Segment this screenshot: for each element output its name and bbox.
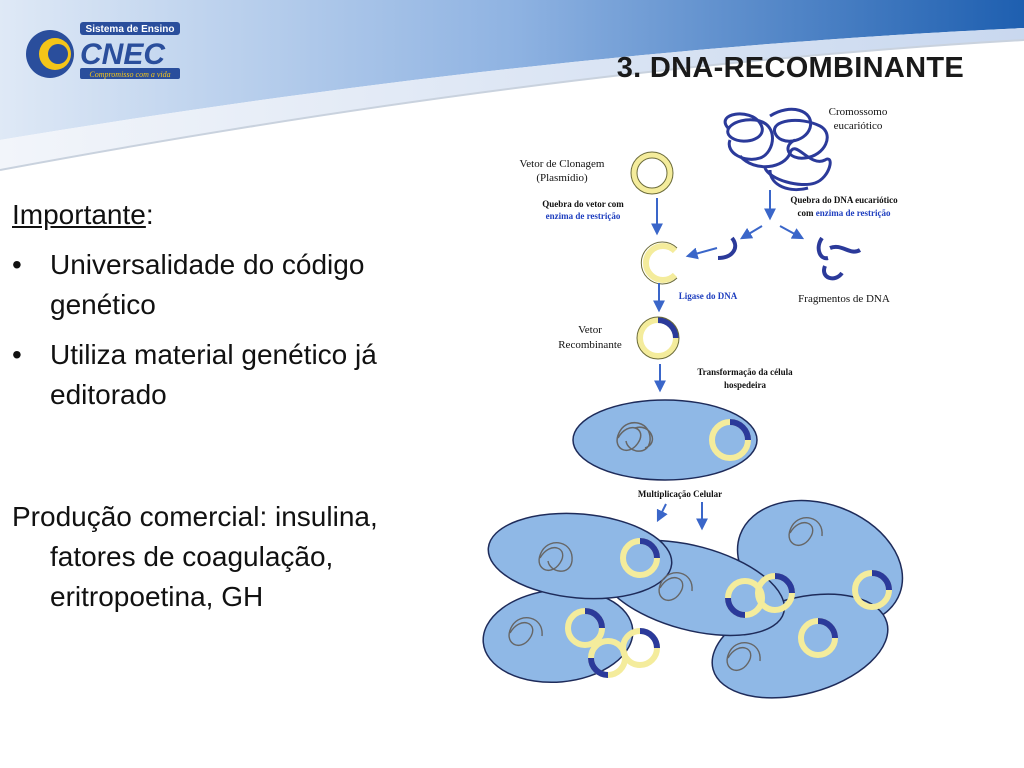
bullet-text-2: Utiliza material genético já editorado (50, 339, 377, 410)
quebra-dna-label-1: Quebra do DNA eucariótico (790, 195, 898, 205)
importante-label: Importante (12, 199, 146, 230)
dna-recombinante-diagram: Cromossomo eucariótico Vetor de Clonagem… (482, 106, 904, 699)
bullet-item: • Utiliza material genético já editorado (12, 335, 442, 415)
recomb-label-2: Recombinante (558, 339, 622, 351)
cromossomo-label-2: eucariótico (834, 120, 883, 132)
transf-label-2: hospedeira (724, 380, 767, 390)
dna-fragments (816, 236, 862, 281)
multiplicacao-label: Multiplicação Celular (638, 489, 722, 499)
logo-tagline: Compromisso com a vida (89, 70, 170, 79)
host-cell (572, 399, 758, 481)
importante-heading: Importante: (12, 195, 442, 235)
fragmentos-label: Fragmentos de DNA (798, 293, 890, 305)
recomb-label-1: Vetor (578, 324, 602, 336)
arrow-left (685, 247, 718, 260)
bullet-item: • Universalidade do código genético (12, 245, 442, 325)
quebra-vetor-label-2: enzima de restrição (546, 211, 621, 221)
transf-label-1: Transformação da célula (697, 367, 793, 377)
vetor-label-2: (Plasmídio) (536, 172, 588, 184)
page-title: 3. DNA-RECOMBINANTE (616, 52, 964, 84)
dna-fragment (717, 236, 738, 260)
logo-top-text: Sistema de Ensino (86, 24, 175, 35)
logo-brand: CNEC (80, 38, 166, 71)
arrow-left (739, 225, 763, 240)
header-banner (0, 0, 1024, 171)
multiplied-cells (482, 499, 904, 699)
arrow-right (779, 225, 805, 240)
bullet-dot: • (12, 249, 22, 280)
importante-colon: : (145, 199, 154, 230)
bullet-text-1: Universalidade do código genético (50, 249, 365, 320)
cnec-logo: Sistema de Ensino CNEC Compromisso com a… (26, 22, 180, 79)
cromossomo-label-1: Cromossomo (829, 106, 888, 118)
body-text: Importante: • Universalidade do código ge… (12, 195, 442, 617)
open-plasmid (642, 243, 678, 283)
ligase-label: Ligase do DNA (679, 291, 738, 301)
producao-paragraph: Produção comercial: insulina, fatores de… (12, 501, 378, 612)
cromossomo-scribble (723, 107, 832, 192)
quebra-vetor-label-1: Quebra do vetor com (542, 199, 624, 209)
plasmid-circle (631, 152, 673, 194)
bullet-dot: • (12, 339, 22, 370)
vetor-label-1: Vetor de Clonagem (520, 158, 605, 170)
arrow-down (656, 503, 668, 523)
quebra-dna-label-2: com enzima de restrição (797, 208, 891, 218)
